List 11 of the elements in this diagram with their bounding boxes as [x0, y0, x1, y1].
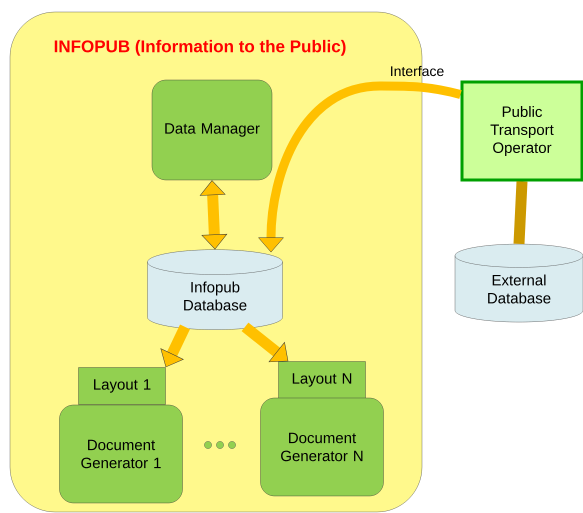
- arrow: [200, 180, 228, 250]
- process-box: Data Manager: [152, 80, 272, 180]
- operator-box: Public Transport Operator: [460, 80, 583, 182]
- edge-label: Interface: [391, 66, 444, 76]
- layout-tab: Layout N: [278, 361, 366, 399]
- database-cylinder: Infopub Database: [147, 249, 283, 330]
- arrow: [258, 82, 462, 252]
- arrow: [242, 322, 288, 362]
- arrow: [160, 324, 190, 368]
- database-cylinder: External Database: [454, 244, 583, 322]
- layout-tab: Layout 1: [78, 367, 166, 405]
